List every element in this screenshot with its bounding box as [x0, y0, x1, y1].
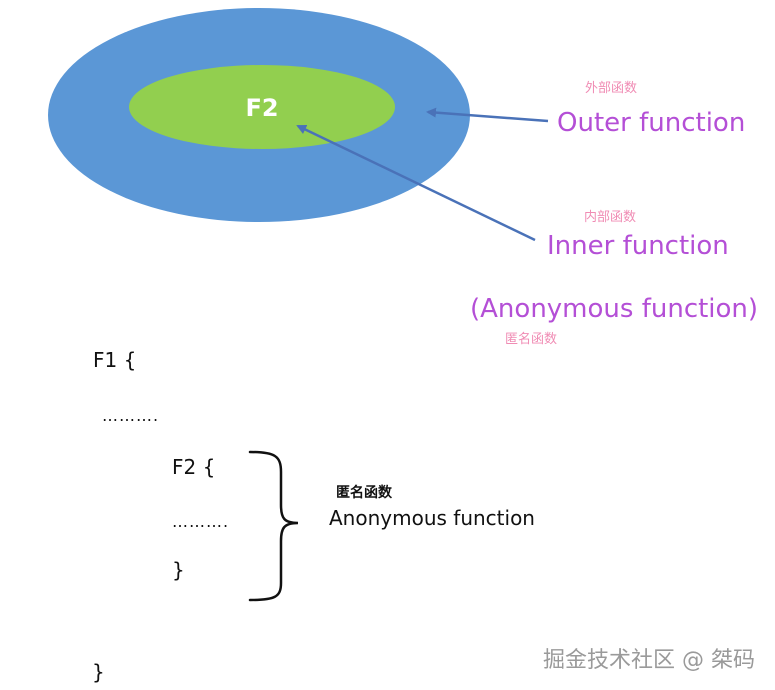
brace-note-cn: 匿名函数: [336, 485, 392, 501]
code-dots-outer: ……….: [102, 406, 160, 425]
code-f1-close: }: [92, 660, 105, 684]
inner-function-en-label: Inner function: [547, 231, 729, 261]
outer-function-cn-label: 外部函数: [585, 81, 637, 96]
code-f2-close: }: [172, 558, 185, 582]
code-f2-open: F2 {: [172, 455, 216, 479]
inner-function-cn-label: 内部函数: [584, 209, 636, 225]
outer-arrow: [426, 107, 549, 123]
brace-note-en: Anonymous function: [329, 506, 535, 530]
anonymous-function-cn-label: 匿名函数: [505, 331, 557, 347]
code-f1-open: F1 {: [93, 348, 137, 372]
curly-brace: [248, 450, 299, 602]
inner-function-ellipse: [129, 65, 395, 149]
anonymous-function-en-label: (Anonymous function): [470, 294, 758, 324]
watermark: 掘金技术社区 @ 桀码: [543, 648, 755, 673]
code-dots-inner: ……….: [172, 512, 230, 531]
inner-function-label: F2: [245, 94, 278, 122]
inner-arrow: [296, 124, 536, 242]
outer-function-en-label: Outer function: [557, 108, 745, 138]
